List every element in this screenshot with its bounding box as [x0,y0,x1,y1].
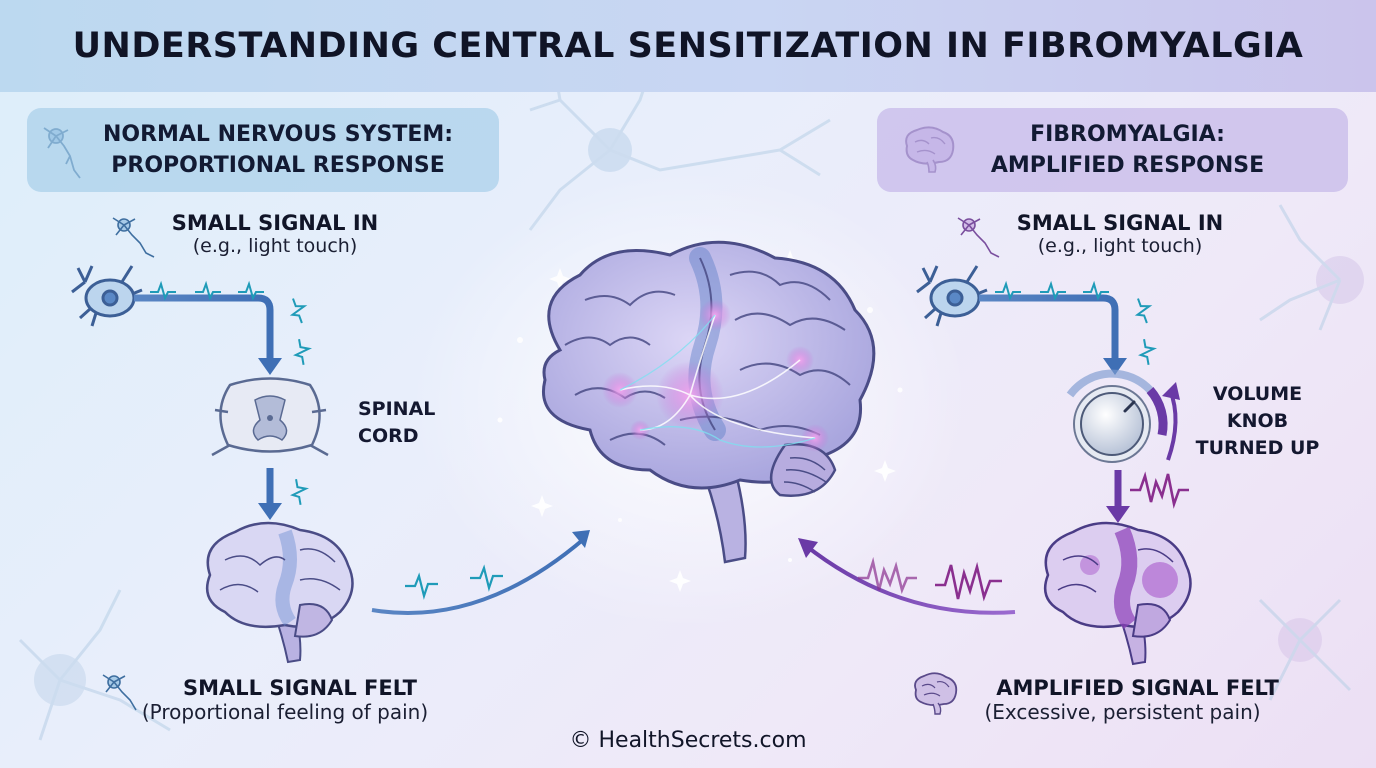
knob-label-line3: TURNED UP [1195,437,1320,459]
central-brain-illustration [542,240,876,564]
fibro-header-line1: FIBROMYALGIA: [1030,122,1225,147]
volume-knob-illustration [1066,369,1180,463]
spinal-label-line1: SPINAL [358,398,436,420]
title-banner: UNDERSTANDING CENTRAL SENSITIZATION IN F… [0,0,1376,92]
left-down-arrowhead [258,358,282,375]
background-neuron-decoration [18,69,1364,741]
right-signal-felt-label: AMPLIFIED SIGNAL FELT (Excessive, persis… [950,676,1295,724]
fibromyalgia-header: FIBROMYALGIA: AMPLIFIED RESPONSE [877,108,1348,192]
left-small-brain [205,521,354,664]
right-small-pulse-icons [995,280,1158,365]
signal-in-neuron-icon [112,217,155,258]
normal-header-line2: PROPORTIONAL RESPONSE [111,153,445,178]
right-arrow-amplified-pulses [858,556,1002,602]
spinal-cord-label: SPINAL CORD [358,396,435,450]
left-to-center-arrow [371,536,587,615]
right-signal-in-example: (e.g., light touch) [1037,235,1203,257]
left-signal-in-title: SMALL SIGNAL IN [171,211,379,235]
left-felt-title: SMALL SIGNAL FELT [183,676,417,700]
right-felt-title: AMPLIFIED SIGNAL FELT [996,676,1279,700]
spinal-cord-illustration [211,377,329,457]
knob-amplified-pulse [1130,471,1189,509]
right-signal-in-label: SMALL SIGNAL IN (e.g., light touch) [1005,211,1235,257]
right-signal-in-title: SMALL SIGNAL IN [1016,211,1224,235]
right-felt-desc: (Excessive, persistent pain) [984,700,1261,724]
fibro-header-line2: AMPLIFIED RESPONSE [990,153,1265,178]
left-felt-desc: (Proportional feeling of pain) [141,700,429,724]
left-signal-felt-label: SMALL SIGNAL FELT (Proportional feeling … [95,676,475,724]
small-pulse-icons [150,280,313,365]
page-title: UNDERSTANDING CENTRAL SENSITIZATION IN F… [72,26,1304,66]
copyright-footer: © HealthSecrets.com [569,728,807,753]
signal-felt-neuron-icon [102,674,137,711]
left-arrow-pulses [405,564,503,600]
left-signal-in-label: SMALL SIGNAL IN (e.g., light touch) [160,211,390,257]
right-to-center-arrow [803,543,1016,615]
sensory-neuron [71,265,143,327]
normal-header-line1: NORMAL NERVOUS SYSTEM: [102,122,454,147]
knob-label-line2: KNOB [1226,410,1289,432]
right-amplified-brain [1043,521,1192,666]
left-signal-in-example: (e.g., light touch) [192,235,358,257]
left-signal-path [134,294,274,360]
right-signal-in-neuron-icon [957,217,1000,258]
volume-knob-label: VOLUME KNOB TURNED UP [1190,381,1325,462]
spinal-label-line2: CORD [358,425,419,447]
knob-label-line1: VOLUME [1212,383,1303,405]
amplified-felt-brain-icon [914,672,958,715]
normal-system-header: NORMAL NERVOUS SYSTEM: PROPORTIONAL RESP… [27,108,499,192]
right-signal-path [979,294,1119,360]
